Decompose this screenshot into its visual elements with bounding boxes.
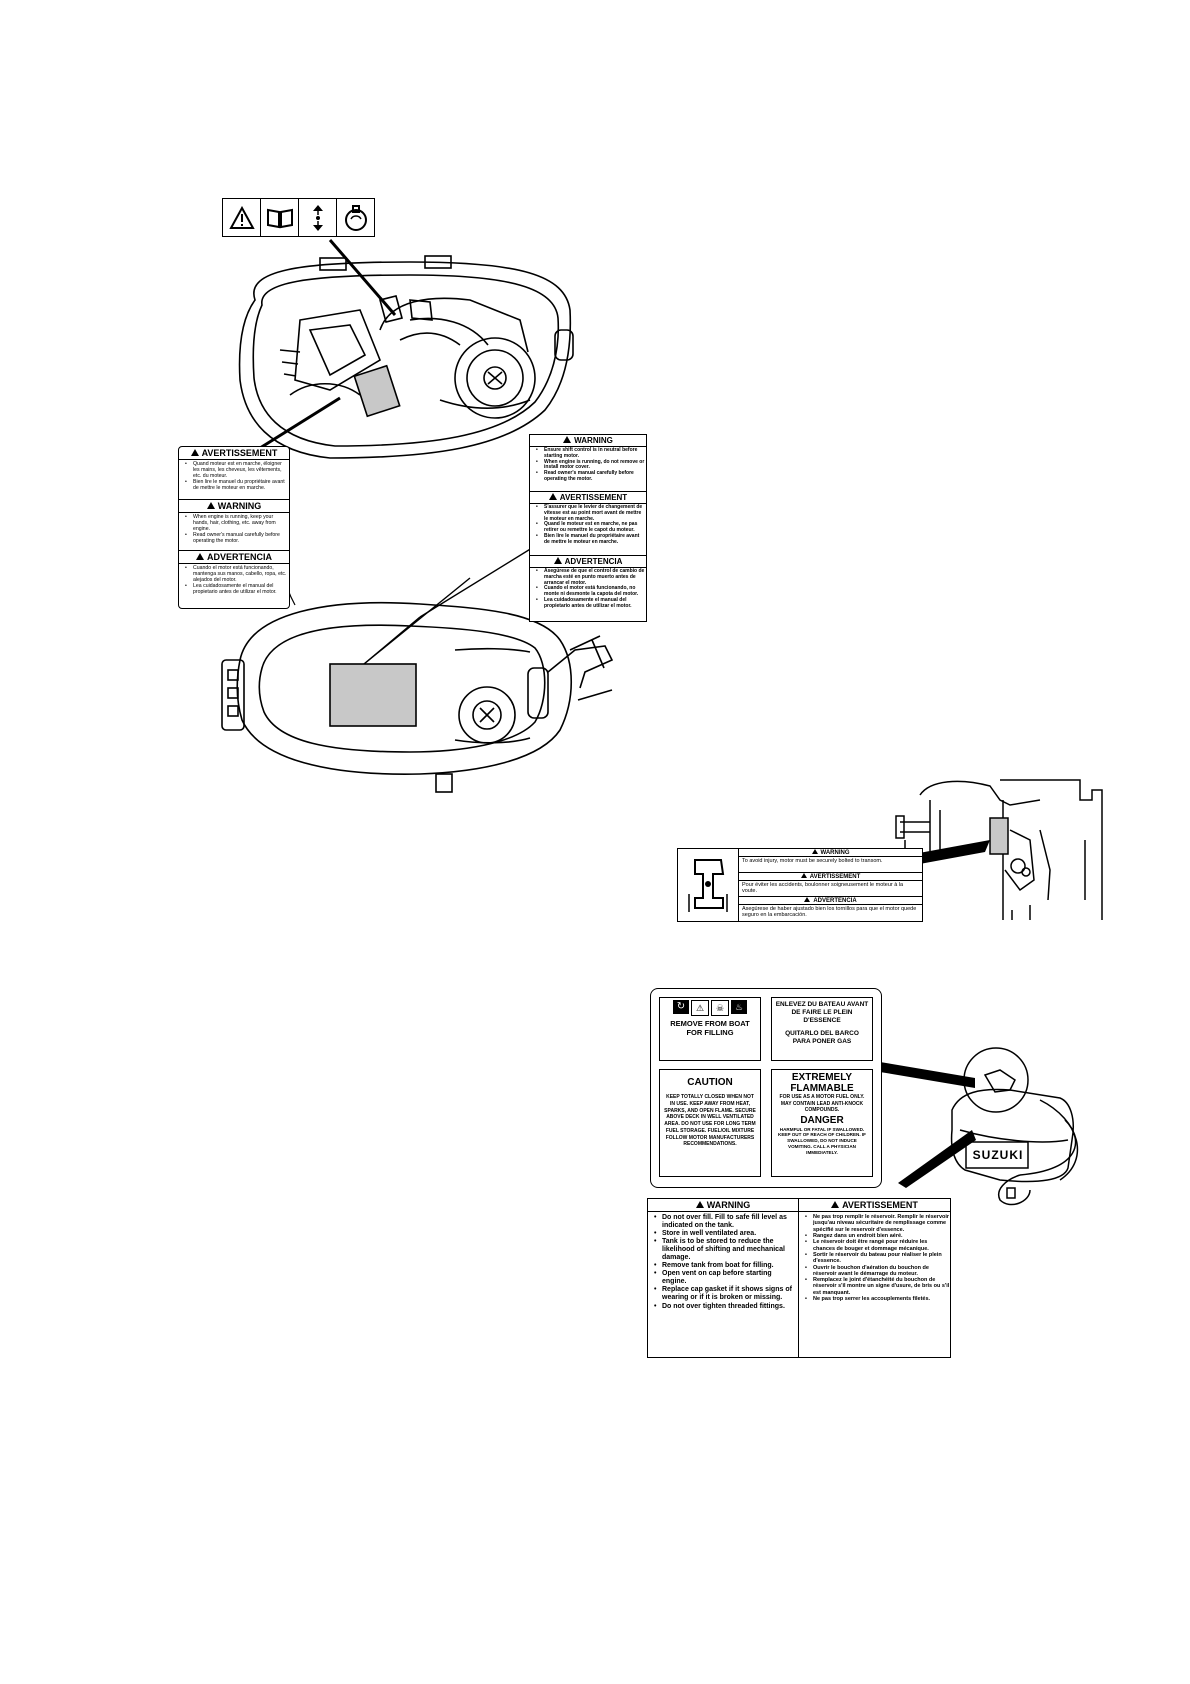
- warning-triangle-icon: [811, 849, 818, 854]
- cover-warning-label-right: WARNING Ensure shift control is in neutr…: [529, 434, 647, 622]
- label-section: AVERTISSEMENT S'assurer que le levier de…: [530, 491, 646, 555]
- danger-heading: DANGER: [800, 1114, 844, 1126]
- warning-triangle-icon: [563, 436, 572, 443]
- label-section: ADVERTENCIA Asegúrese de que el control …: [530, 555, 646, 609]
- remove-from-boat-panel: ↻ ⚠ ☠ ♨ REMOVE FROM BOAT FOR FILLING: [659, 997, 761, 1061]
- remove-from-boat-text: REMOVE FROM BOAT FOR FILLING: [670, 1019, 750, 1037]
- warning-triangle-icon: [195, 553, 204, 560]
- label-item: Cuando el motor está funcionando, no mon…: [536, 585, 646, 598]
- warning-triangle-icon: [190, 449, 199, 456]
- transom-clamp-drawing: [895, 779, 1103, 920]
- label-item: Le réservoir doit être rangé pour réduir…: [805, 1239, 950, 1252]
- owner-manual-book-icon: [261, 199, 299, 236]
- warning-triangle-icon: [695, 1201, 704, 1208]
- label-item: Read owner's manual carefully before ope…: [536, 470, 646, 483]
- label-text: Pour éviter les accidents, boulonner soi…: [742, 882, 904, 894]
- label-item: Open vent on cap before starting engine.: [654, 1270, 798, 1286]
- flammable-danger-panel: EXTREMELY FLAMMABLE FOR USE AS A MOTOR F…: [771, 1069, 873, 1177]
- section-heading: ADVERTENCIA: [813, 898, 857, 904]
- label-item: Bien lire le manuel du propriétaire avan…: [185, 479, 289, 492]
- section-heading: AVERTISSEMENT: [809, 874, 861, 880]
- flame-icon: ♨: [731, 1000, 747, 1014]
- label-text: To avoid injury, motor must be securely …: [742, 858, 883, 864]
- section-heading: AVERTISSEMENT: [559, 493, 628, 502]
- label-item: Remove tank from boat for filling.: [654, 1262, 798, 1270]
- warning-triangle-icon: [223, 199, 261, 236]
- poison-icon: ☠: [711, 1000, 729, 1016]
- tank-warning-label: WARNING Do not over fill. Fill to safe f…: [647, 1198, 951, 1358]
- remove-from-boat-es: QUITARLO DEL BARCO PARA PONER GAS: [785, 1030, 859, 1046]
- remove-tank-icon: ↻: [673, 1000, 689, 1014]
- label-item: Cuando el motor está funcionando, manten…: [185, 565, 289, 584]
- label-item: When engine is running, keep your hands,…: [185, 514, 289, 533]
- label-item: Bien lire le manuel du propriétaire avan…: [536, 533, 646, 546]
- label-item: Ensure shift control is in neutral befor…: [536, 447, 646, 460]
- label-item: Do not over tighten threaded fittings.: [654, 1303, 798, 1311]
- remove-from-boat-fr-es-panel: ENLEVEZ DU BATEAU AVANT DE FAIRE LE PLEI…: [771, 997, 873, 1061]
- remove-from-boat-fr: ENLEVEZ DU BATEAU AVANT DE FAIRE LE PLEI…: [775, 1001, 869, 1024]
- top-icon-label: [222, 198, 375, 237]
- warning-triangle-icon: [831, 1201, 840, 1208]
- caution-heading: CAUTION: [687, 1077, 733, 1088]
- leader-lines: [259, 239, 397, 450]
- warning-triangle-icon: [206, 502, 215, 509]
- section-heading: WARNING: [706, 1200, 751, 1210]
- caution-text: KEEP TOTALLY CLOSED WHEN NOT IN USE. KEE…: [664, 1094, 756, 1148]
- engine-cover-drawing: [221, 601, 614, 793]
- cover-warning-label-left: AVERTISSEMENT Quand moteur est en marche…: [178, 446, 290, 609]
- section-heading: WARNING: [820, 850, 850, 856]
- warning-triangle-icon: ⚠: [691, 1000, 709, 1016]
- label-item: Asegúrese de que el control de cambio de…: [536, 568, 646, 586]
- label-item: Read owner's manual carefully before ope…: [185, 532, 289, 545]
- label-item: Lea cuidadosamente el manual del propiet…: [536, 597, 646, 610]
- label-item: Lea cuidadosamente el manual del propiet…: [185, 583, 289, 596]
- label-text: Asegúrese de haber ajustado bien los tor…: [742, 906, 917, 918]
- danger-text: HARMFUL OR FATAL IF SWALLOWED. KEEP OUT …: [778, 1126, 866, 1156]
- label-item: When engine is running, do not remove or…: [536, 459, 646, 472]
- section-heading: AVERTISSEMENT: [842, 1200, 918, 1210]
- warning-triangle-icon: [548, 493, 557, 500]
- clamp-bracket-icon: [678, 849, 739, 921]
- label-section: WARNING Ensure shift control is in neutr…: [530, 435, 646, 491]
- section-heading: WARNING: [217, 501, 262, 511]
- flammable-heading: EXTREMELY FLAMMABLE: [790, 1072, 854, 1094]
- section-heading: ADVERTENCIA: [206, 552, 272, 562]
- fuel-tank-label: ↻ ⚠ ☠ ♨ REMOVE FROM BOAT FOR FILLING ENL…: [650, 988, 882, 1188]
- caution-panel: CAUTION KEEP TOTALLY CLOSED WHEN NOT IN …: [659, 1069, 761, 1177]
- label-item: Store in well ventilated area.: [654, 1230, 798, 1238]
- section-heading: WARNING: [574, 436, 613, 445]
- flammable-text: FOR USE AS A MOTOR FUEL ONLY. MAY CONTAI…: [779, 1094, 865, 1113]
- fuel-tank-drawing: [950, 1047, 1079, 1206]
- engine-top-view-drawing: [238, 255, 574, 459]
- label-section: ADVERTENCIA Cuando el motor está funcion…: [179, 550, 289, 596]
- label-item: S'assurer que le levier de changement de…: [536, 504, 646, 522]
- transom-clamp-label: WARNING To avoid injury, motor must be s…: [677, 848, 923, 922]
- label-item: Rangez dans un endroit bien aéré.: [805, 1233, 950, 1240]
- label-item: Remplacez le joint d'étanchéité du bouch…: [805, 1277, 950, 1296]
- label-item: Ne pas trop remplir le réservoir. Rempli…: [805, 1214, 950, 1233]
- warning-triangle-icon: [553, 557, 562, 564]
- label-item: Replace cap gasket if it shows signs of …: [654, 1286, 798, 1302]
- label-item: Ouvrir le bouchon d'aération du bouchon …: [805, 1265, 950, 1278]
- label-item: Do not over fill. Fill to safe fill leve…: [654, 1214, 798, 1230]
- label-item: Quand le moteur est en marche, ne pas re…: [536, 521, 646, 534]
- warning-triangle-icon: [800, 873, 807, 878]
- label-section: AVERTISSEMENT Quand moteur est en marche…: [179, 447, 289, 499]
- recoil-starter-icon: [337, 199, 374, 236]
- label-section: WARNING When engine is running, keep you…: [179, 499, 289, 550]
- label-item: Ne pas trop serrer les accouplements fil…: [805, 1296, 950, 1303]
- label-item: Quand moteur est en marche, éloigner les…: [185, 461, 289, 480]
- label-item: Sortir le réservoir du bateau pour réali…: [805, 1252, 950, 1265]
- section-heading: ADVERTENCIA: [564, 557, 623, 566]
- up-down-arrow-icon: [299, 199, 337, 236]
- tank-brand: SUZUKI: [972, 1148, 1024, 1162]
- warning-triangle-icon: [804, 897, 811, 902]
- section-heading: AVERTISSEMENT: [201, 448, 278, 458]
- label-item: Tank is to be stored to reduce the likel…: [654, 1238, 798, 1262]
